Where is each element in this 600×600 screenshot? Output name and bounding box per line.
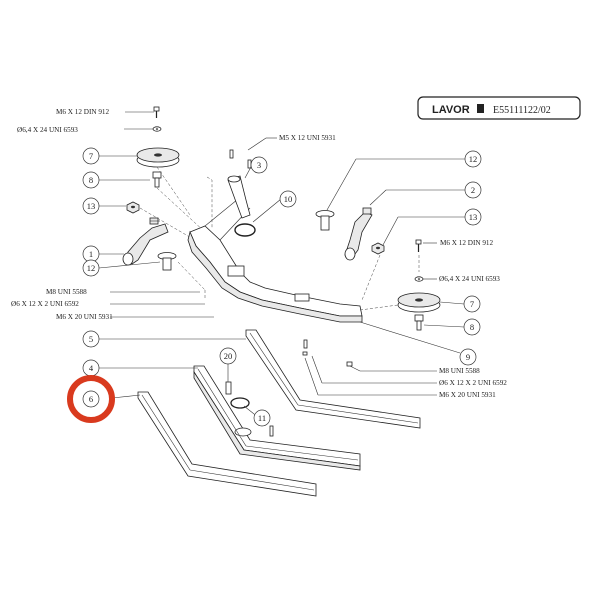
callout-7-left: 7 — [82, 147, 100, 165]
callout-6-highlighted: 6 — [67, 375, 115, 423]
svg-text:1: 1 — [89, 249, 93, 259]
svg-text:20: 20 — [224, 351, 233, 361]
wheel-left — [136, 147, 180, 168]
svg-text:7: 7 — [89, 151, 93, 161]
label-m6x20-left: M6 X 20 UNI 5931 — [56, 313, 113, 321]
label-washer-left: Ø6 X 12 X 2 UNI 6592 — [11, 300, 79, 308]
main-frame — [187, 194, 363, 323]
callout-leaders — [98, 155, 465, 419]
label-m8-right: M8 UNI 5588 — [439, 367, 480, 375]
bracket-right — [344, 207, 373, 261]
svg-text:13: 13 — [87, 201, 96, 211]
callout-13-right: 13 — [464, 208, 482, 226]
callout-1: 1 — [82, 245, 100, 263]
label-m8-left: M8 UNI 5588 — [46, 288, 87, 296]
screw-20 — [225, 381, 232, 395]
callout-20: 20 — [219, 347, 237, 365]
label-m6x12-din912-right: M6 X 12 DIN 912 — [440, 239, 494, 247]
callout-4: 4 — [82, 359, 100, 377]
blade-holder-4 — [193, 365, 361, 471]
svg-text:8: 8 — [470, 322, 474, 332]
svg-text:4: 4 — [89, 363, 94, 373]
pin-right — [414, 314, 424, 331]
screw-top-left — [153, 106, 160, 118]
svg-text:5: 5 — [89, 334, 93, 344]
svg-text:2: 2 — [471, 185, 475, 195]
callout-13-left: 13 — [82, 197, 100, 215]
knob-left — [157, 252, 177, 271]
label-m5x12: M5 X 12 UNI 5931 — [279, 134, 336, 142]
highlight-ring — [67, 375, 115, 423]
screw-top-right — [415, 239, 422, 252]
svg-text:6: 6 — [89, 394, 93, 404]
callout-8-left: 8 — [82, 171, 100, 189]
brand-box: LAVOR E55111122/02 — [417, 96, 581, 120]
nut-right — [371, 242, 385, 255]
pin-left — [152, 171, 162, 188]
wheel-right — [397, 292, 441, 313]
label-m6x12-din912-top: M6 X 12 DIN 912 — [56, 108, 110, 116]
svg-text:3: 3 — [257, 160, 261, 170]
svg-text:11: 11 — [258, 413, 266, 423]
callout-12-left: 12 — [82, 259, 100, 277]
bracket-left — [122, 217, 169, 266]
callout-5: 5 — [82, 330, 100, 348]
washer-top-left — [152, 126, 162, 132]
washer-top-right — [414, 276, 424, 282]
label-m6x20-right: M6 X 20 UNI 5931 — [439, 391, 496, 399]
label-washer-top: Ø6,4 X 24 UNI 6593 — [17, 126, 78, 134]
drawing-code: E55111122/02 — [493, 105, 551, 116]
assembly-guides-right — [359, 254, 420, 311]
callout-11: 11 — [253, 409, 271, 427]
o-ring-top — [234, 223, 256, 237]
callout-10: 10 — [279, 190, 297, 208]
nut-left — [126, 201, 140, 214]
svg-text:9: 9 — [466, 352, 470, 362]
callout-7-right: 7 — [463, 295, 481, 313]
pipe-connector — [227, 149, 252, 219]
o-ring-11 — [230, 397, 274, 437]
squeegee-blade-6 — [137, 391, 317, 497]
callout-3: 3 — [250, 156, 268, 174]
svg-text:13: 13 — [469, 212, 478, 222]
callout-12-right: 12 — [464, 150, 482, 168]
svg-text:12: 12 — [87, 263, 96, 273]
svg-text:12: 12 — [469, 154, 478, 164]
hardware-middle — [302, 339, 353, 367]
logo-mark-icon — [477, 104, 484, 113]
callout-2: 2 — [464, 181, 482, 199]
callout-8-right: 8 — [463, 318, 481, 336]
knob-right — [315, 210, 335, 231]
squeegee-blade-5 — [245, 329, 421, 429]
svg-text:8: 8 — [89, 175, 93, 185]
callouts: 7 8 13 1 12 3 10 12 2 13 7 8 9 5 4 20 11 — [82, 147, 482, 427]
label-washer-right: Ø6,4 X 24 UNI 6593 — [439, 275, 500, 283]
svg-text:10: 10 — [284, 194, 293, 204]
label-washer-right2: Ø6 X 12 X 2 UNI 6592 — [439, 379, 507, 387]
label-leaders — [110, 111, 437, 396]
svg-text:7: 7 — [470, 299, 474, 309]
brand-logo: LAVOR — [432, 104, 470, 116]
callout-9: 9 — [459, 348, 477, 366]
